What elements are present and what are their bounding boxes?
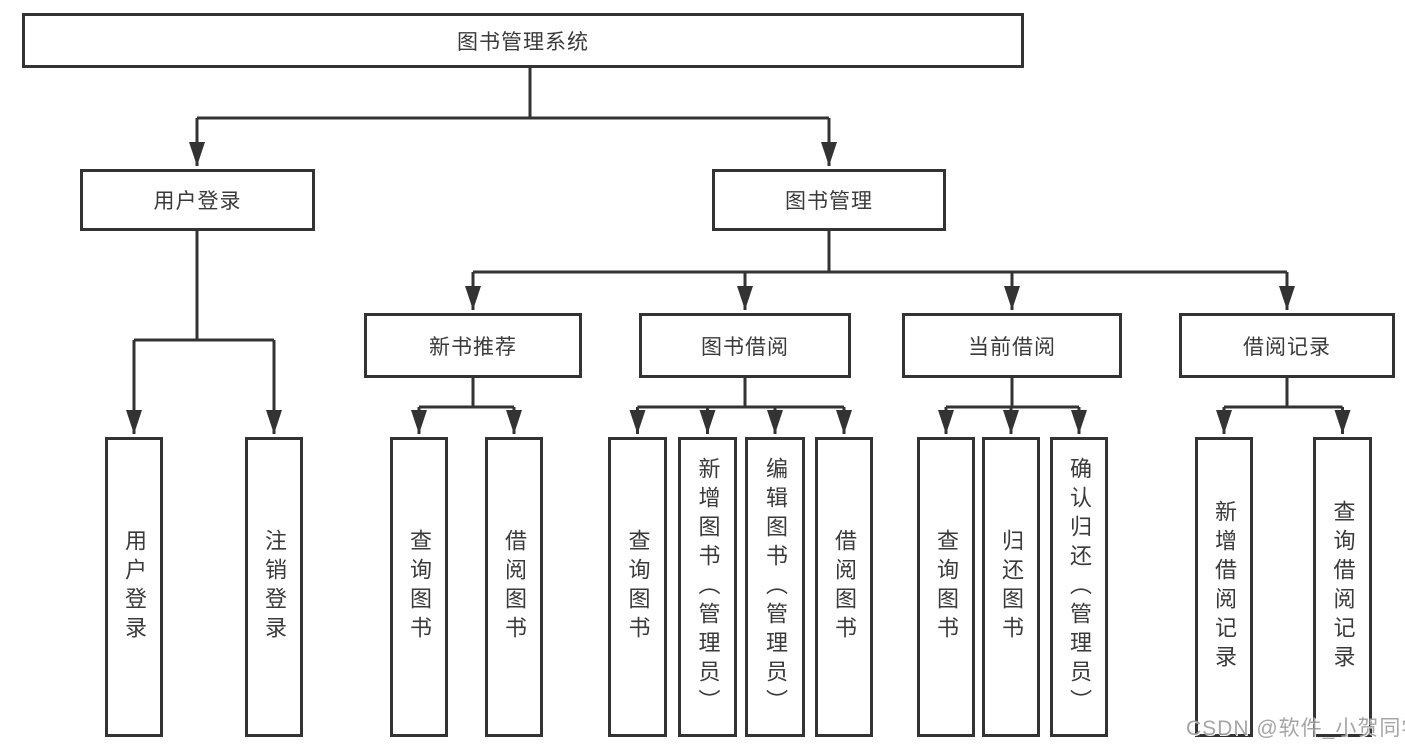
- leaf-query-books-current-label: 查询图书: [934, 529, 959, 645]
- node-borrow-records: 借阅记录: [1179, 313, 1395, 378]
- leaf-query-books-recommend-label: 查询图书: [407, 529, 432, 645]
- node-book-borrowing-label: 图书借阅: [701, 335, 789, 359]
- node-current-borrowing-label: 当前借阅: [968, 335, 1056, 359]
- node-borrow-records-label: 借阅记录: [1243, 335, 1331, 359]
- node-new-book-recommend-label: 新书推荐: [429, 335, 517, 359]
- node-user-login: 用户登录: [80, 169, 315, 231]
- leaf-add-borrow-record-label: 新增借阅记录: [1212, 500, 1237, 674]
- leaf-return-books-label: 归还图书: [999, 529, 1024, 645]
- leaf-edit-books-admin-label: 编辑图书（管理员）: [763, 456, 788, 718]
- leaf-query-borrow-record-label: 查询借阅记录: [1330, 500, 1356, 674]
- leaf-logout-label: 注销登录: [262, 529, 287, 645]
- leaf-logout: 注销登录: [245, 437, 303, 737]
- leaf-edit-books-admin: 编辑图书（管理员）: [745, 437, 805, 737]
- node-system-root-label: 图书管理系统: [457, 30, 589, 54]
- leaf-query-books-recommend: 查询图书: [390, 437, 448, 737]
- leaf-confirm-return-admin: 确认归还（管理员）: [1050, 437, 1108, 737]
- node-new-book-recommend: 新书推荐: [364, 313, 582, 378]
- node-current-borrowing: 当前借阅: [902, 313, 1122, 378]
- leaf-add-books-admin-label: 新增图书（管理员）: [695, 456, 721, 718]
- leaf-query-books-borrowing: 查询图书: [608, 437, 667, 737]
- leaf-borrow-books-recommend: 借阅图书: [485, 437, 543, 737]
- leaf-user-login: 用户登录: [105, 437, 163, 737]
- csdn-watermark: CSDN @软件_小贺同学: [1186, 717, 1405, 740]
- node-book-management: 图书管理: [712, 169, 946, 231]
- leaf-confirm-return-admin-label: 确认归还（管理员）: [1067, 456, 1092, 718]
- leaf-user-login-label: 用户登录: [122, 529, 147, 645]
- leaf-query-books-borrowing-label: 查询图书: [625, 529, 651, 645]
- leaf-return-books: 归还图书: [982, 437, 1040, 737]
- leaf-query-books-current: 查询图书: [917, 437, 975, 737]
- node-book-borrowing: 图书借阅: [639, 313, 851, 378]
- node-user-login-label: 用户登录: [153, 190, 242, 213]
- leaf-add-borrow-record: 新增借阅记录: [1195, 437, 1253, 737]
- leaf-borrow-books: 借阅图书: [815, 437, 873, 737]
- leaf-add-books-admin: 新增图书（管理员）: [678, 437, 737, 737]
- leaf-borrow-books-label: 借阅图书: [832, 529, 857, 645]
- leaf-query-borrow-record: 查询借阅记录: [1313, 437, 1372, 737]
- node-book-management-label: 图书管理: [785, 190, 873, 213]
- leaf-borrow-books-recommend-label: 借阅图书: [502, 529, 527, 645]
- node-system-root: 图书管理系统: [22, 13, 1024, 68]
